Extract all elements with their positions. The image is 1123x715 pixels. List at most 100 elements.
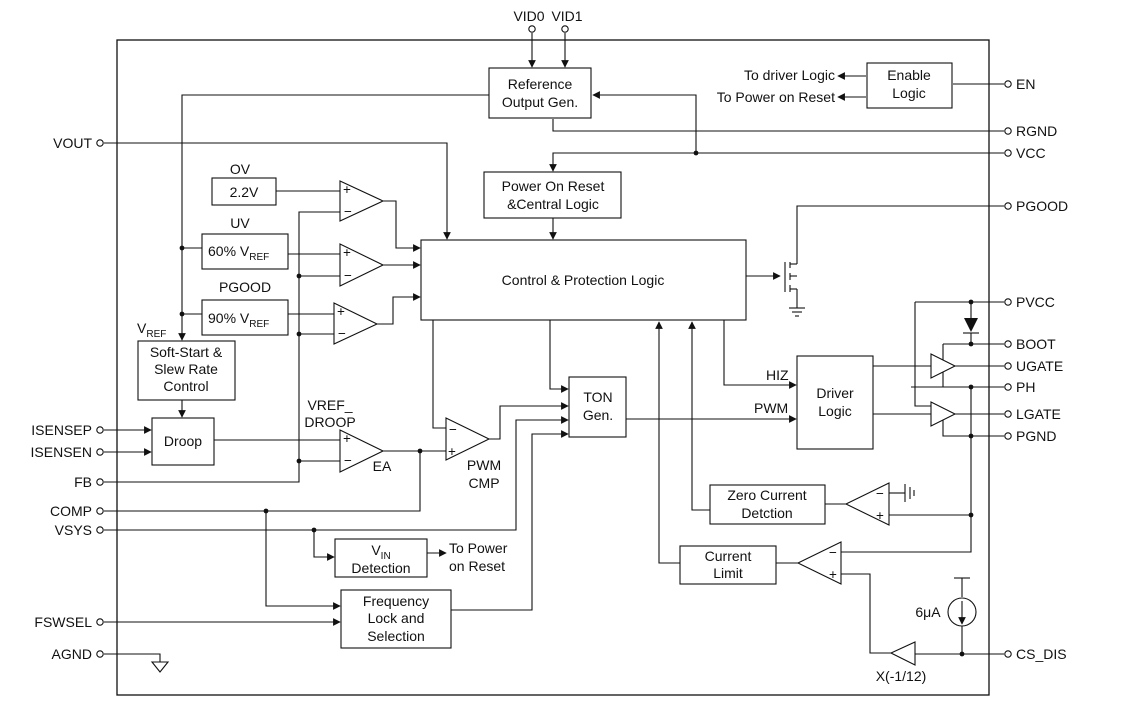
droop-block: Droop [151, 417, 215, 466]
pin-fb: FB [74, 474, 104, 490]
chip-boundary [116, 39, 990, 696]
svg-text:VSYS: VSYS [55, 522, 92, 538]
svg-text:UGATE: UGATE [1016, 358, 1063, 374]
svg-text:Logic: Logic [818, 403, 851, 419]
pin-agnd: AGND [52, 646, 104, 662]
current-limit-block: Current Limit [679, 545, 777, 585]
svg-text:2.2V: 2.2V [230, 184, 259, 200]
svg-text:VOUT: VOUT [53, 135, 92, 151]
error-amplifier: + − [339, 429, 385, 473]
current-limit-comparator: − + [796, 541, 842, 585]
pin-vid0: VID0 [513, 8, 545, 33]
pwm-label: PWM [754, 400, 788, 416]
svg-text:To Power: To Power [449, 540, 508, 556]
pwm-cmp-label: PWM CMP [467, 457, 501, 491]
svg-text:VREF_: VREF_ [307, 397, 352, 413]
pgood-comparator: + − [333, 302, 379, 345]
svg-text:PH: PH [1016, 379, 1035, 395]
uv-reference-block: UV 60% VREF [201, 215, 289, 270]
to-power-on-reset-2-label: To Power on Reset [449, 540, 508, 574]
vref-label: VREF [137, 320, 166, 340]
svg-text:−: − [829, 545, 837, 560]
svg-text:VIN: VIN [371, 542, 390, 562]
svg-text:Control & Protection Logic: Control & Protection Logic [502, 272, 665, 288]
svg-text:FB: FB [74, 474, 92, 490]
pin-lgate: LGATE [1004, 406, 1061, 422]
ov-reference-block: OV 2.2V [211, 161, 277, 206]
svg-text:−: − [344, 268, 352, 283]
pwm-comparator: − + [445, 417, 491, 461]
svg-text:CS_DIS: CS_DIS [1016, 646, 1067, 662]
svg-text:PGOOD: PGOOD [219, 279, 271, 295]
svg-text:Selection: Selection [367, 628, 425, 644]
to-power-on-reset-label: To Power on Reset [717, 89, 835, 105]
svg-text:Zero Current: Zero Current [727, 487, 806, 503]
svg-text:+: + [343, 182, 351, 197]
svg-text:VREF: VREF [137, 320, 166, 340]
pin-isensep: ISENSEP [31, 422, 104, 438]
power-on-reset-block: Power On Reset &Central Logic [483, 171, 622, 219]
svg-text:ISENSEN: ISENSEN [31, 444, 92, 460]
vin-detection-block: VIN Detection [334, 538, 428, 578]
svg-text:+: + [343, 245, 351, 260]
svg-text:on Reset: on Reset [449, 558, 505, 574]
svg-text:−: − [338, 326, 346, 341]
gain-label: X(-1/12) [876, 668, 927, 684]
pin-ugate: UGATE [1004, 358, 1063, 374]
svg-text:Output Gen.: Output Gen. [502, 94, 578, 110]
pin-boot: BOOT [1004, 336, 1056, 352]
ea-label: EA [373, 458, 392, 474]
svg-text:Slew Rate: Slew Rate [154, 361, 218, 377]
pgood-reference-block: PGOOD 90% VREF [201, 279, 289, 336]
svg-text:Frequency: Frequency [363, 593, 429, 609]
svg-text:TON: TON [583, 389, 612, 405]
pin-vcc: VCC [1004, 145, 1046, 161]
frequency-lock-block: Frequency Lock and Selection [340, 589, 452, 649]
svg-text:RGND: RGND [1016, 123, 1057, 139]
svg-text:Droop: Droop [164, 433, 202, 449]
svg-text:+: + [337, 304, 345, 319]
svg-text:Control: Control [163, 378, 208, 394]
ton-gen-block: TON Gen. [568, 376, 627, 438]
svg-text:Driver: Driver [816, 385, 854, 401]
svg-text:VID0: VID0 [513, 8, 544, 24]
ov-comparator: + − [339, 180, 385, 222]
uv-comparator: + − [339, 243, 385, 287]
svg-text:FSWSEL: FSWSEL [34, 614, 92, 630]
svg-text:Limit: Limit [713, 565, 743, 581]
svg-text:AGND: AGND [52, 646, 92, 662]
svg-text:BOOT: BOOT [1016, 336, 1056, 352]
enable-logic-block: Enable Logic [866, 62, 953, 109]
pin-vsys: VSYS [55, 522, 104, 538]
svg-text:Lock and: Lock and [368, 610, 425, 626]
svg-text:PGND: PGND [1016, 428, 1056, 444]
current-source-label: 6μA [915, 604, 941, 620]
svg-text:UV: UV [230, 215, 250, 231]
control-protection-logic-block: Control & Protection Logic [420, 239, 747, 321]
svg-text:Detction: Detction [741, 505, 792, 521]
zero-current-comparator: − + [844, 482, 890, 526]
svg-text:PGOOD: PGOOD [1016, 198, 1068, 214]
pin-isensen: ISENSEN [31, 444, 104, 460]
reference-output-gen-block: Reference Output Gen. [488, 67, 592, 119]
svg-text:−: − [344, 204, 352, 219]
pin-vout: VOUT [53, 135, 104, 151]
svg-text:−: − [449, 422, 457, 437]
svg-text:+: + [876, 508, 884, 523]
to-driver-logic-label: To driver Logic [744, 67, 835, 83]
svg-text:OV: OV [230, 161, 251, 177]
svg-text:LGATE: LGATE [1016, 406, 1061, 422]
svg-text:Detection: Detection [351, 560, 410, 576]
zero-current-detection-block: Zero Current Detction [709, 484, 826, 525]
vref-droop-label: VREF_ DROOP [304, 397, 355, 430]
pin-pvcc: PVCC [1004, 294, 1055, 310]
svg-text:Soft-Start &: Soft-Start & [150, 344, 223, 360]
pin-rgnd: RGND [1004, 123, 1057, 139]
svg-text:Logic: Logic [892, 85, 925, 101]
svg-text:COMP: COMP [50, 503, 92, 519]
svg-text:VID1: VID1 [551, 8, 582, 24]
svg-text:DROOP: DROOP [304, 414, 355, 430]
svg-text:Gen.: Gen. [583, 407, 613, 423]
driver-logic-block: Driver Logic [796, 355, 874, 450]
